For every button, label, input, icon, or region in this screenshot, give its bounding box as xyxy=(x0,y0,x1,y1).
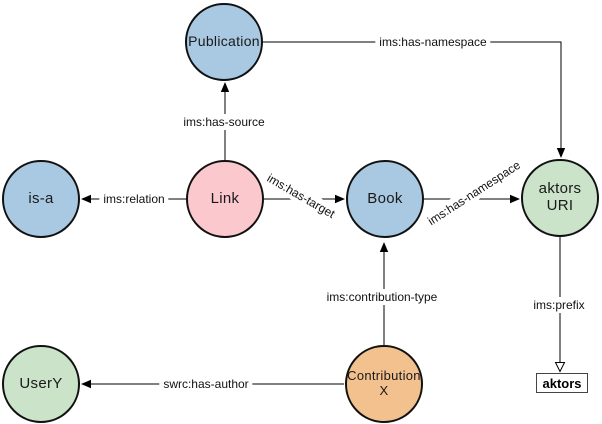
arrowhead-left-icon xyxy=(81,194,91,204)
node-is-a-label: is-a xyxy=(28,189,54,207)
edge-label-has-author: swrc:has-author xyxy=(159,376,253,392)
node-aktors-box: aktors xyxy=(536,373,588,393)
node-aktors-uri-label: aktors URI xyxy=(538,180,582,214)
open-arrowhead-down-icon xyxy=(554,362,566,373)
node-publication: Publication xyxy=(185,3,263,81)
edge-label-relation: ims:relation xyxy=(99,191,169,207)
arrowhead-right-icon xyxy=(335,194,345,204)
edge-label-contribution-type: ims:contribution-type xyxy=(322,289,442,305)
node-aktors-uri: aktors URI xyxy=(521,159,599,237)
node-usery: UserY xyxy=(2,345,80,423)
arrowhead-down-icon xyxy=(556,148,566,158)
node-link: Link xyxy=(186,160,264,238)
node-is-a: is-a xyxy=(2,160,80,238)
node-book-label: Book xyxy=(367,189,403,207)
arrowhead-up-icon xyxy=(220,82,230,92)
node-link-label: Link xyxy=(210,189,240,207)
arrowhead-right-icon xyxy=(510,194,520,204)
edge-label-pub-has-namespace: ims:has-namespace xyxy=(375,34,491,50)
node-usery-label: UserY xyxy=(19,374,63,392)
node-contribution-x-label: Contribution X xyxy=(347,368,421,398)
arrowhead-up-icon xyxy=(379,242,389,252)
node-book: Book xyxy=(346,160,424,238)
edge-label-prefix: ims:prefix xyxy=(529,297,589,313)
edge-label-has-source: ims:has-source xyxy=(179,114,269,130)
node-publication-label: Publication xyxy=(188,33,260,50)
edge-pub-has-namespace-line xyxy=(263,41,562,149)
arrowhead-left-icon xyxy=(81,379,91,389)
node-contribution-x: Contribution X xyxy=(345,345,423,423)
